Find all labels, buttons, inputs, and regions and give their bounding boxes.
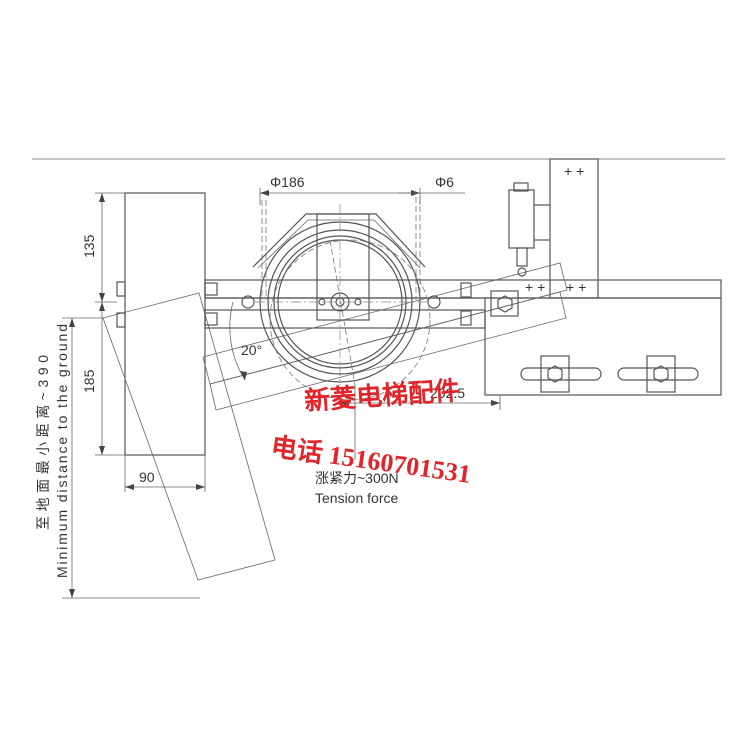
mounting-slots [520, 355, 699, 393]
rope-lines [261, 197, 421, 386]
dim-d6: Φ6 [435, 174, 454, 190]
dim-d186: Φ186 [270, 174, 305, 190]
dim-202-5: 202.5 [430, 385, 465, 401]
tension-en: Tension force [315, 490, 398, 506]
ground-distance-arrow [62, 317, 200, 599]
dim-90: 90 [139, 469, 155, 485]
angle-arc [229, 301, 247, 381]
pulley-wheel [252, 204, 430, 385]
counterweight-tilted [102, 292, 276, 581]
dim-185: 185 [81, 369, 97, 393]
ground-note-cn: 至地面最小距离~390 [35, 355, 51, 530]
dim-135: 135 [81, 234, 97, 258]
svg-text:+ +: + + [564, 163, 584, 179]
pulley-tilted [269, 239, 431, 401]
counterweight-block [124, 192, 206, 456]
dim-202 [340, 395, 501, 410]
limit-switch: + + + + + + [508, 163, 586, 295]
tension-cn: 涨紧力~300N [315, 470, 399, 486]
dim-diameter [259, 188, 465, 205]
ground-note-en: Minimum distance to the ground [54, 324, 70, 578]
svg-text:+ +: + + [525, 279, 545, 295]
top-plate [549, 158, 599, 299]
dim-width [124, 455, 206, 492]
arm-bolts [116, 281, 519, 328]
bracket-plate [484, 297, 722, 396]
tilted-arm [202, 262, 568, 411]
dim-20deg: 20° [241, 342, 262, 358]
dim-vertical [95, 192, 125, 456]
svg-text:+ +: + + [566, 279, 586, 295]
